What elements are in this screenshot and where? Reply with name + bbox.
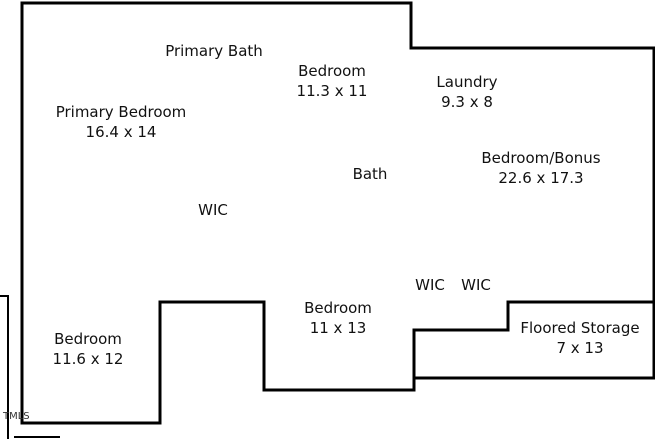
floored-storage-label: Floored Storage 7 x 13 — [508, 318, 652, 358]
room-dimensions: 11 x 13 — [309, 319, 367, 337]
room-dimensions: 11.3 x 11 — [296, 82, 368, 100]
room-dimensions: 7 x 13 — [556, 339, 604, 357]
room-name: Laundry — [436, 73, 498, 91]
room-name: WIC — [461, 276, 491, 294]
room-name: Bath — [352, 165, 388, 183]
bath-label: Bath — [340, 164, 400, 184]
floored-storage-wall — [412, 300, 654, 378]
room-name: Bedroom/Bonus — [481, 149, 601, 167]
room-name: Bedroom — [304, 299, 372, 317]
room-dimensions: 11.6 x 12 — [52, 350, 124, 368]
wic-left-label: WIC — [188, 200, 238, 220]
room-name: Bedroom — [54, 330, 122, 348]
laundry-label: Laundry 9.3 x 8 — [421, 72, 513, 112]
wic-mid-b-label: WIC — [452, 275, 500, 295]
room-name: WIC — [198, 201, 228, 219]
mls-watermark: TMLS — [3, 411, 30, 422]
room-dimensions: 9.3 x 8 — [441, 93, 493, 111]
bedroom-left-label: Bedroom 11.6 x 12 — [38, 329, 138, 369]
room-dimensions: 16.4 x 14 — [85, 123, 157, 141]
wic-mid-a-label: WIC — [406, 275, 454, 295]
primary-bedroom-label: Primary Bedroom 16.4 x 14 — [41, 102, 201, 142]
room-dimensions: 22.6 x 17.3 — [498, 169, 584, 187]
room-name: WIC — [415, 276, 445, 294]
primary-bath-label: Primary Bath — [150, 41, 278, 61]
room-name: Primary Bedroom — [55, 103, 187, 121]
bedroom-bottom-label: Bedroom 11 x 13 — [288, 298, 388, 338]
bedroom-bonus-label: Bedroom/Bonus 22.6 x 17.3 — [466, 148, 616, 188]
partial-wall-left — [0, 295, 9, 439]
exterior-wall — [20, 1, 655, 425]
room-name: Floored Storage — [520, 319, 640, 337]
room-name: Primary Bath — [165, 42, 263, 60]
room-name: Bedroom — [298, 62, 366, 80]
bedroom-top-label: Bedroom 11.3 x 11 — [282, 61, 382, 101]
